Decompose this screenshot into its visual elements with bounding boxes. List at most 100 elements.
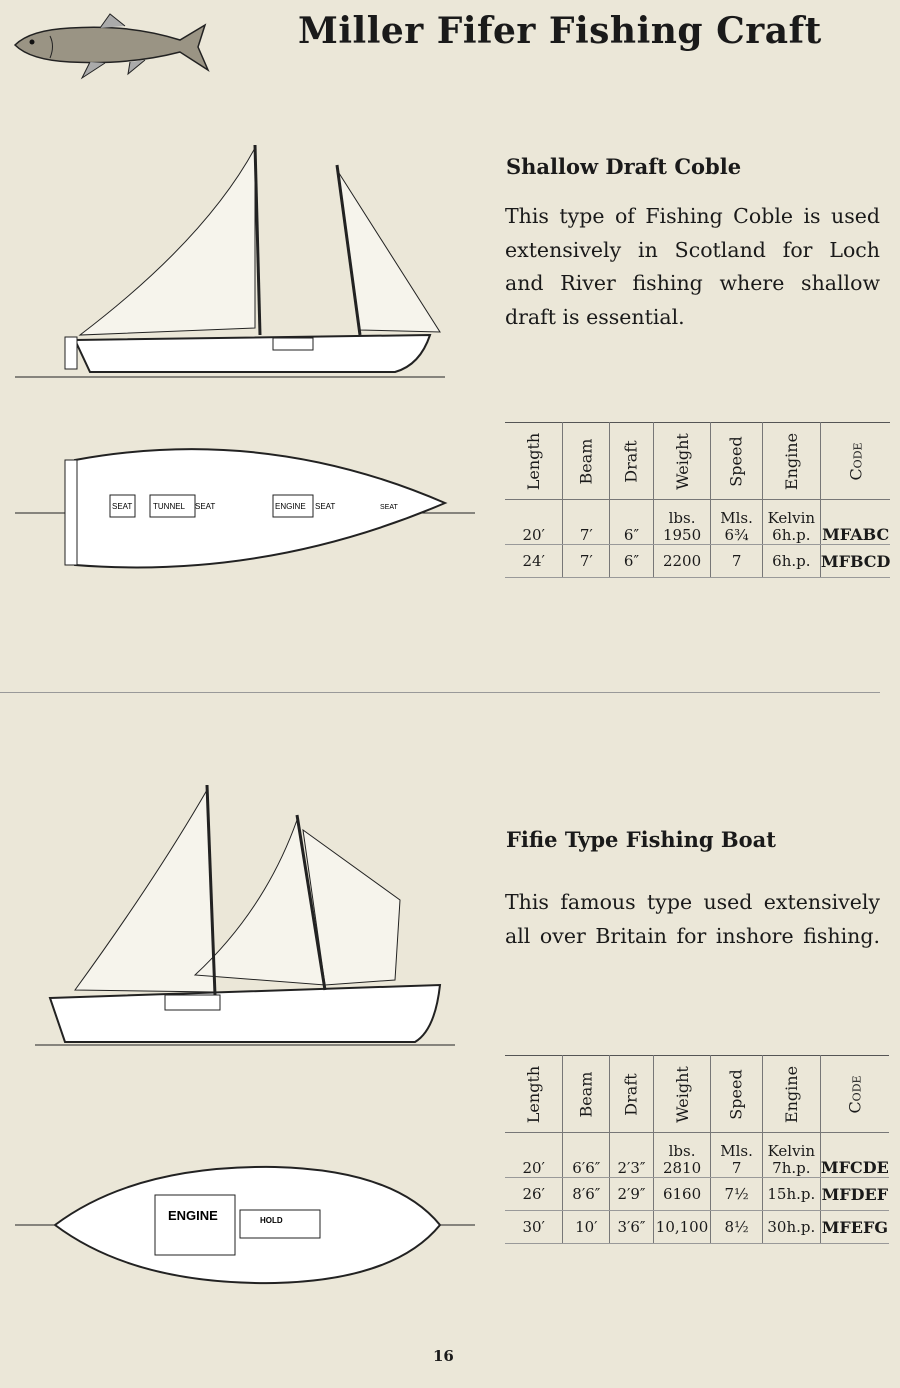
plan-label: SEAT xyxy=(195,502,215,511)
page-title: Miller Fifer Fishing Craft xyxy=(298,10,822,52)
table-cell: Speed xyxy=(727,1068,747,1120)
table-cell: Length xyxy=(524,1065,544,1123)
table-cell: Length xyxy=(524,432,544,490)
table-cell: 2200 xyxy=(652,544,711,578)
col-code: Code xyxy=(819,422,891,500)
table-cell: Engine xyxy=(781,432,801,490)
table-cell: Speed xyxy=(727,435,747,487)
table-cell: 3′6″ xyxy=(609,1210,654,1244)
table-cell: 6″ xyxy=(609,499,654,545)
table-cell: 2′9″ xyxy=(609,1177,654,1211)
table-cell: lbs. xyxy=(668,509,696,527)
table-cell: 26′ xyxy=(505,1177,563,1211)
text-line: draft is essential. xyxy=(505,304,685,329)
col-speed: Speed xyxy=(710,422,763,500)
salmon-fish-icon xyxy=(13,13,210,80)
table-cell: Draft xyxy=(622,439,641,483)
col-weight: Weight xyxy=(652,1055,711,1133)
col-length: Length xyxy=(505,1055,563,1133)
col-draft: Draft xyxy=(609,422,654,500)
table-cell: Code xyxy=(846,441,866,481)
page-number: 16 xyxy=(433,1347,454,1365)
table-cell: 6160 xyxy=(652,1177,711,1211)
col-beam: Beam xyxy=(562,1055,610,1133)
section-heading-fifie: Fifie Type Fishing Boat xyxy=(506,827,776,852)
table-cell: Code xyxy=(845,1074,865,1114)
table-cell: Kelvin xyxy=(767,509,816,527)
table-cell: 6h.p. xyxy=(761,544,821,578)
table-cell: Weight xyxy=(672,1065,692,1123)
table-cell: Weight xyxy=(672,432,692,490)
plan-label: SEAT xyxy=(112,502,132,511)
plan-label: HOLD xyxy=(260,1216,283,1225)
text-line: This famous type used extensively xyxy=(505,890,880,914)
divider xyxy=(0,692,880,693)
table-cell: MFBCD xyxy=(819,544,891,578)
table-cell: 6h.p. xyxy=(772,526,811,544)
table-cell: MFCDE xyxy=(819,1132,889,1178)
col-engine: Engine xyxy=(761,422,821,500)
table-cell: 7′ xyxy=(562,499,610,545)
table-cell: 15h.p. xyxy=(761,1177,821,1211)
col-weight: Weight xyxy=(652,422,711,500)
table-cell: 2810 xyxy=(662,1159,702,1177)
fifie-side-drawing xyxy=(35,784,455,1046)
table-cell: 7½ xyxy=(710,1177,763,1211)
coble-description: This type of Fishing Coble is used exten… xyxy=(505,200,880,334)
col-draft: Draft xyxy=(609,1055,654,1133)
table-cell: Beam xyxy=(576,438,596,484)
table-cell: 7h.p. xyxy=(772,1159,811,1177)
col-length: Length xyxy=(505,422,563,500)
table-cell: 1950 xyxy=(662,526,702,544)
plan-label: SEAT xyxy=(380,504,398,511)
table-cell: 7 xyxy=(710,544,763,578)
table-cell: Mls. xyxy=(720,509,753,527)
table-cell: 6¾ xyxy=(724,526,749,544)
table-cell: 30′ xyxy=(505,1210,563,1244)
table-cell: 6″ xyxy=(609,544,654,578)
table-cell: 30h.p. xyxy=(761,1210,821,1244)
plan-label: SEAT xyxy=(315,502,335,511)
table-cell: 6′6″ xyxy=(562,1132,610,1178)
fifie-spec-table: Length Beam Draft Weight Speed Engine Code 20′… xyxy=(505,1055,889,1244)
table-cell: 10′ xyxy=(562,1210,610,1244)
table-cell: 7′ xyxy=(562,544,610,578)
table-cell: MFEFG xyxy=(819,1210,889,1244)
table-cell: 8½ xyxy=(710,1210,763,1244)
coble-side-drawing xyxy=(15,144,445,378)
table-cell: 20′ xyxy=(505,499,563,545)
table-cell: MFDEF xyxy=(819,1177,889,1211)
table-cell: 8′6″ xyxy=(562,1177,610,1211)
table-cell: Beam xyxy=(576,1071,596,1117)
table-cell: 10,100 xyxy=(652,1210,711,1244)
table-cell: 2′3″ xyxy=(609,1132,654,1178)
table-cell: Mls. xyxy=(720,1142,753,1160)
fifie-plan-drawing: ENGINE HOLD xyxy=(15,1165,475,1285)
coble-spec-table: Length Beam Draft Weight Speed Engine Code 20′… xyxy=(505,422,891,578)
table-cell: lbs. xyxy=(668,1142,696,1160)
table-cell: Kelvin xyxy=(767,1142,816,1160)
table-cell: Draft xyxy=(622,1072,641,1116)
coble-plan-drawing: SEAT TUNNEL SEAT ENGINE SEAT SEAT xyxy=(15,448,475,569)
col-speed: Speed xyxy=(710,1055,763,1133)
text-line: This type of Fishing Coble is used xyxy=(505,204,880,228)
text-line: extensively in Scotland for Loch xyxy=(505,237,880,262)
text-line: all over Britain for inshore fishing. xyxy=(505,923,880,948)
col-beam: Beam xyxy=(562,422,610,500)
col-engine: Engine xyxy=(761,1055,821,1133)
plan-label: ENGINE xyxy=(168,1208,218,1223)
section-heading-coble: Shallow Draft Coble xyxy=(506,154,742,179)
text-line: and River fishing where shallow xyxy=(505,271,880,295)
table-cell: Engine xyxy=(781,1065,801,1123)
col-code: Code xyxy=(819,1055,889,1133)
table-cell: 20′ xyxy=(505,1132,563,1178)
plan-label: TUNNEL xyxy=(153,502,186,511)
table-cell: MFABC xyxy=(819,499,891,545)
table-cell: 24′ xyxy=(505,544,563,578)
